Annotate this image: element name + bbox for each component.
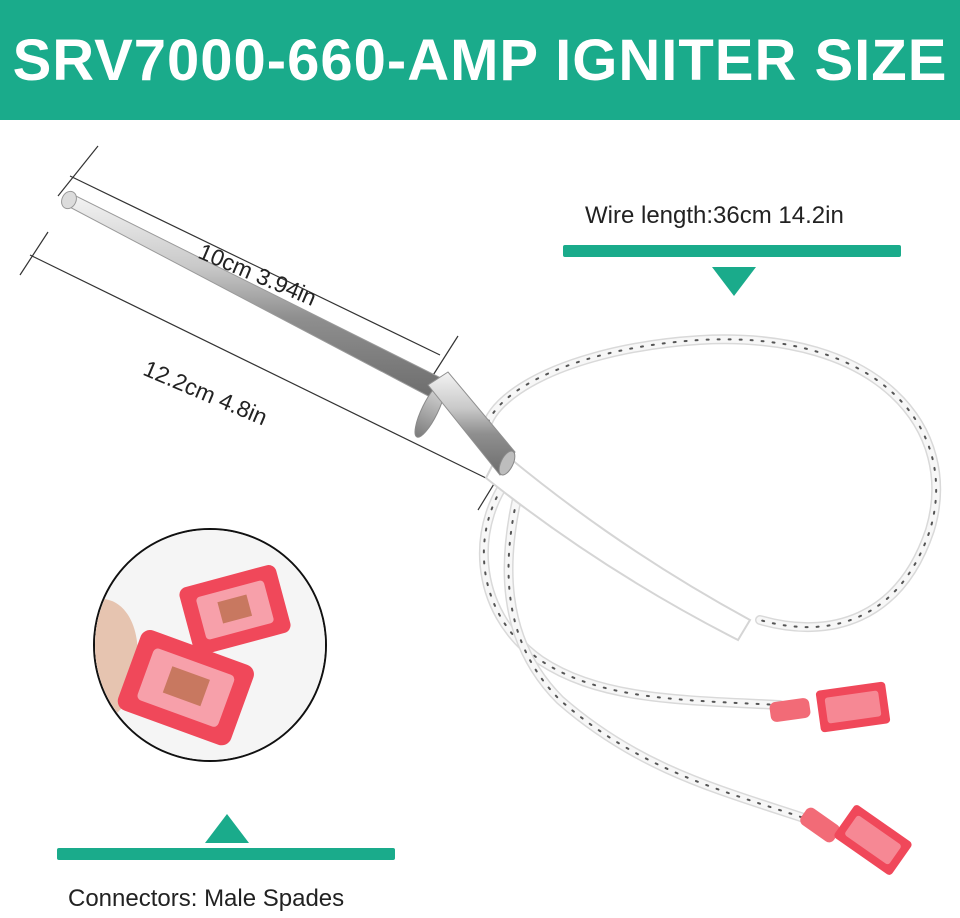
connectors-label: Connectors: Male Spades [68, 885, 345, 912]
page-title: SRV7000-660-AMP IGNITER SIZE [12, 27, 948, 93]
wire-pointer-icon [712, 267, 756, 296]
wire-length-label: Wire length:36cm 14.2in [585, 202, 844, 229]
spade-connector-bottom [800, 805, 912, 875]
igniter-rod [60, 190, 516, 476]
connector-closeup [93, 528, 327, 762]
wire-length-bar [563, 245, 901, 257]
connector-pointer-icon [205, 814, 249, 843]
title-banner: SRV7000-660-AMP IGNITER SIZE [0, 0, 960, 120]
dimension-lines [19, 145, 506, 511]
insulation-sleeve [484, 448, 752, 642]
spade-connector-top [769, 681, 891, 733]
connector-bar [57, 848, 395, 860]
wire-leads [478, 334, 942, 825]
